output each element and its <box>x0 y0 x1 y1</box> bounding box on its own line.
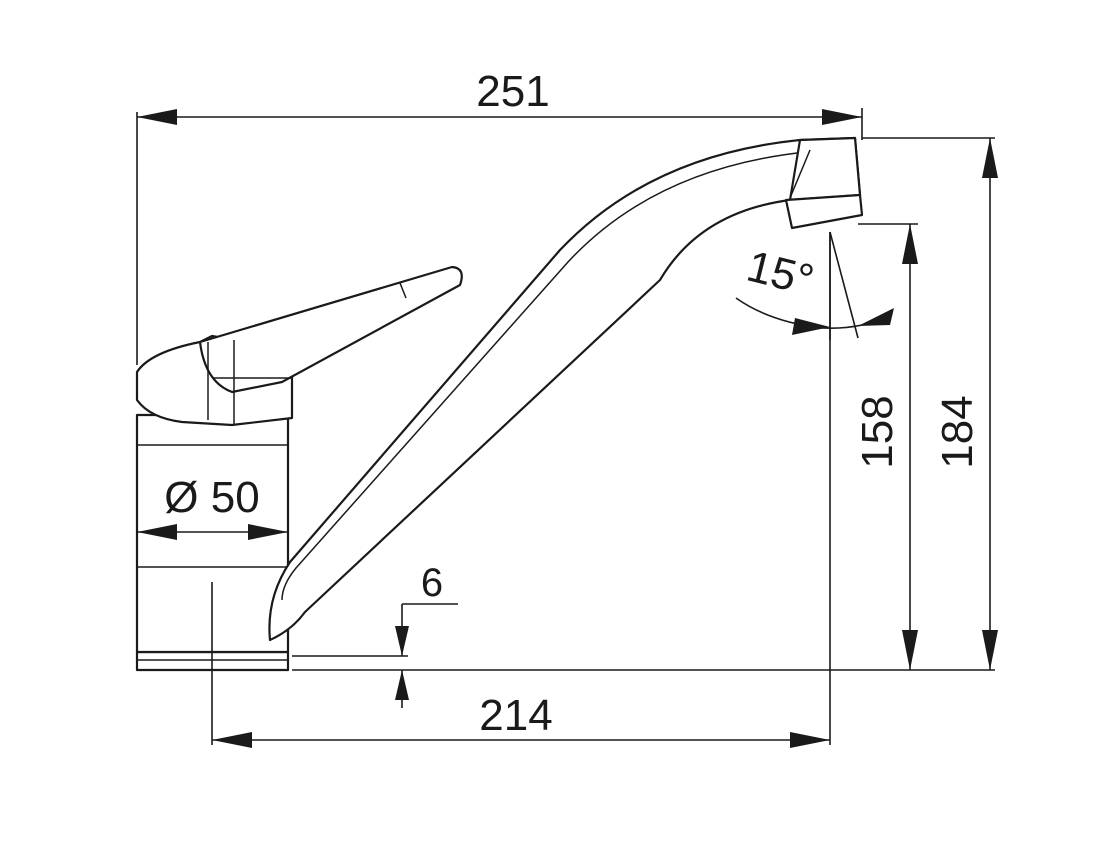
aerator-groove <box>789 149 811 199</box>
lever-arm <box>198 265 463 394</box>
arrow-6-top <box>395 626 409 656</box>
angle-ref-tilted <box>829 231 859 339</box>
spout-tube <box>268 136 862 642</box>
label-spout-clearance: 6 <box>421 561 443 605</box>
arrow-251-left <box>137 109 177 125</box>
dimension-lines <box>136 108 998 748</box>
spout-aerator <box>788 136 862 202</box>
arrow-angle-right <box>858 308 894 326</box>
arrow-214-left <box>212 732 252 748</box>
spout-inner-line <box>281 151 807 601</box>
arrow-251-right <box>822 109 862 125</box>
arrow-diameter-right <box>248 524 288 540</box>
arrow-angle-left <box>792 318 830 335</box>
arrow-6-bottom <box>395 670 409 700</box>
label-overall-width: 251 <box>476 67 549 116</box>
label-overall-height: 184 <box>933 395 982 468</box>
label-spout-height: 158 <box>853 395 902 468</box>
arrow-158-bottom <box>902 630 918 670</box>
label-reach: 214 <box>479 691 552 740</box>
arrow-214-right <box>790 732 830 748</box>
lever-crease-3 <box>399 282 407 299</box>
label-base-diameter: Ø 50 <box>164 473 259 522</box>
arrow-diameter-left <box>137 524 177 540</box>
lever-handle <box>135 265 463 427</box>
arrow-184-bottom <box>982 630 998 670</box>
arrow-158-top <box>902 224 918 264</box>
spout <box>268 136 864 642</box>
arrow-184-top <box>982 138 998 178</box>
label-spout-angle: 15° <box>742 242 818 306</box>
aerator-tip <box>784 193 864 230</box>
